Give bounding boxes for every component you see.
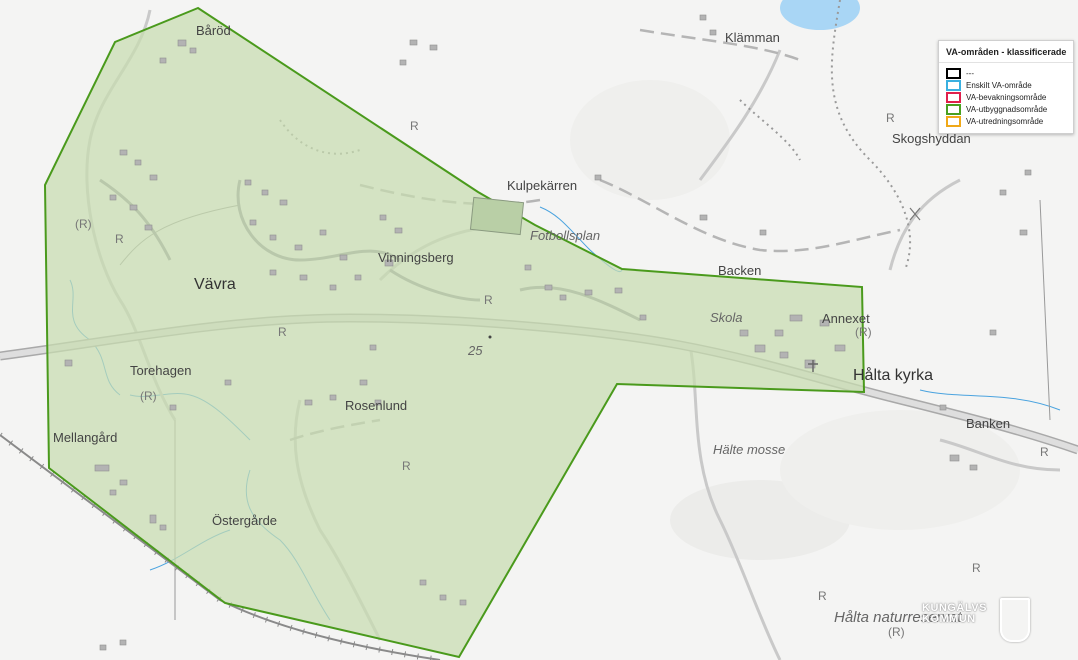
legend-item-enskilt: Enskilt VA-område bbox=[946, 79, 1067, 91]
legend-label: Enskilt VA-område bbox=[966, 80, 1032, 90]
r-paren-symbol: (R) bbox=[855, 325, 872, 339]
label-barod: Båröd bbox=[196, 23, 231, 38]
legend-label: VA-bevakningsområde bbox=[966, 92, 1047, 102]
place-labels: Båröd Klämman Skogshyddan Kulpekärren Fo… bbox=[53, 23, 1010, 626]
label-vinningsberg: Vinningsberg bbox=[378, 250, 454, 265]
va-utbyggnadsomrade-area[interactable] bbox=[43, 6, 866, 659]
legend-label: VA-utbyggnadsområde bbox=[966, 104, 1048, 114]
legend-swatch bbox=[946, 115, 961, 127]
r-symbol: R bbox=[972, 561, 981, 575]
label-torehagen: Torehagen bbox=[130, 363, 191, 378]
legend-swatch bbox=[946, 67, 961, 79]
legend-item-utbyggnad: VA-utbyggnadsområde bbox=[946, 103, 1067, 115]
crest-icon bbox=[1000, 598, 1030, 642]
r-symbol: R bbox=[410, 119, 419, 133]
legend-item-bevakning: VA-bevakningsområde bbox=[946, 91, 1067, 103]
label-halta-kyrka: Hålta kyrka bbox=[853, 366, 933, 384]
label-skola: Skola bbox=[710, 310, 743, 325]
r-symbols: R R R R R R R R R (R) (R) (R) (R) bbox=[75, 111, 1049, 639]
label-annexet: Annexet bbox=[822, 311, 870, 326]
lake bbox=[780, 0, 860, 30]
buildings bbox=[64, 14, 1032, 651]
label-ostergarde: Östergårde bbox=[212, 513, 277, 528]
road-number-label: 25 bbox=[467, 343, 483, 358]
legend-label: --- bbox=[966, 68, 974, 78]
legend-item-utredning: VA-utredningsområde bbox=[946, 115, 1067, 127]
label-halte-mosse: Hälte mosse bbox=[713, 442, 785, 457]
legend-swatch bbox=[946, 79, 961, 91]
label-backen: Backen bbox=[718, 263, 761, 278]
r-paren-symbol: (R) bbox=[888, 625, 905, 639]
pylon-icon bbox=[909, 207, 921, 221]
r-symbol: R bbox=[402, 459, 411, 473]
football-field bbox=[469, 196, 525, 236]
area-roads bbox=[99, 178, 641, 322]
r-symbol: R bbox=[115, 232, 124, 246]
legend-label: VA-utredningsområde bbox=[966, 116, 1044, 126]
label-halta-naturreservat: Hålta naturreservat bbox=[834, 609, 962, 626]
r-paren-symbol: (R) bbox=[75, 217, 92, 231]
label-kulpekarren: Kulpekärren bbox=[507, 178, 577, 193]
r-symbol: R bbox=[1040, 445, 1049, 459]
label-vavra: Vävra bbox=[194, 276, 236, 293]
r-symbol: R bbox=[886, 111, 895, 125]
legend-title: VA-områden - klassificerade bbox=[939, 41, 1073, 63]
legend-panel: VA-områden - klassificerade --- Enskilt … bbox=[938, 40, 1074, 134]
brand-line-1: KUNGÄLVS bbox=[922, 602, 987, 614]
legend-swatch bbox=[946, 103, 961, 115]
label-skogshyddan: Skogshyddan bbox=[892, 131, 971, 146]
survey-point bbox=[488, 335, 492, 339]
label-banken: Banken bbox=[966, 416, 1010, 431]
legend-item-unclassified: --- bbox=[946, 67, 1067, 79]
r-symbol: R bbox=[484, 293, 493, 307]
label-rosenlund: Rosenlund bbox=[345, 398, 407, 413]
church-icon bbox=[808, 360, 818, 372]
terrain bbox=[570, 0, 1020, 560]
legend-list: --- Enskilt VA-område VA-bevakningsområd… bbox=[939, 63, 1073, 133]
r-symbol: R bbox=[818, 589, 827, 603]
r-paren-symbol: (R) bbox=[140, 389, 157, 403]
label-klamman: Klämman bbox=[725, 30, 780, 45]
r-symbol: R bbox=[278, 325, 287, 339]
dotted-paths bbox=[279, 0, 912, 271]
kungalv-logo: KUNGÄLVS KOMMUN bbox=[922, 603, 987, 625]
label-mellangard: Mellangård bbox=[53, 430, 117, 445]
brand-line-2: KOMMUN bbox=[922, 613, 976, 625]
label-fotbollsplan: Fotbollsplan bbox=[530, 228, 600, 243]
legend-swatch bbox=[946, 91, 961, 103]
